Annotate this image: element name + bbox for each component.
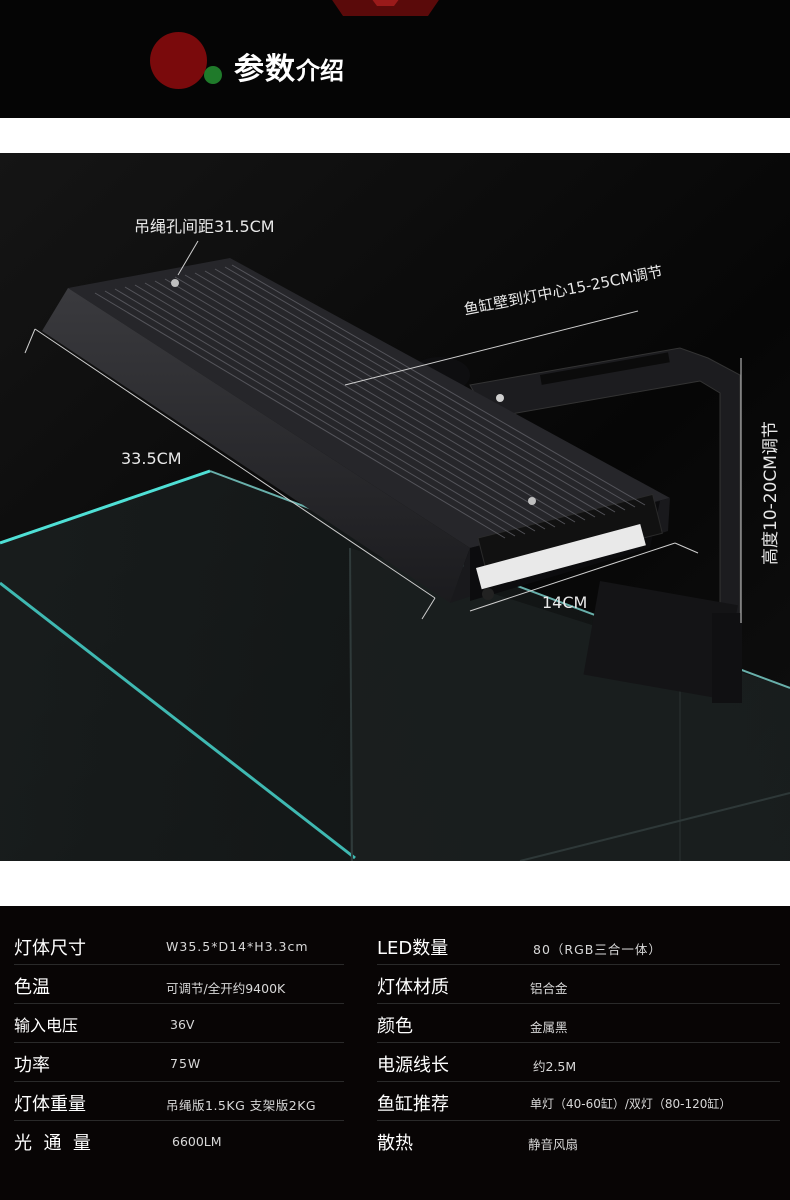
spec-row-cable-length: 电源线长 约2.5M — [377, 1043, 780, 1082]
spec-row-power: 功率 75W — [14, 1043, 344, 1082]
spec-value: 吊绳版1.5KG 支架版2KG — [166, 1098, 317, 1113]
spec-row-size: 灯体尺寸 W35.5*D14*H3.3cm — [14, 926, 344, 965]
hanging-hole-right — [528, 497, 536, 505]
spec-row-weight: 灯体重量 吊绳版1.5KG 支架版2KG — [14, 1082, 344, 1121]
spec-row-material: 灯体材质 铝合金 — [377, 965, 780, 1004]
red-circle-decoration — [150, 32, 207, 89]
section-header: 参数介绍 — [0, 0, 790, 118]
spec-value: 75W — [170, 1056, 202, 1071]
spec-key: 色温 — [14, 977, 50, 998]
top-notch-shape — [332, 0, 439, 16]
hanging-hole-left — [171, 279, 179, 287]
spec-key: 颜色 — [377, 1016, 413, 1037]
length-label: 33.5CM — [121, 449, 182, 468]
spec-table: 灯体尺寸 W35.5*D14*H3.3cm 色温 可调节/全开约9400K 输入… — [0, 906, 790, 1200]
green-dot-decoration — [204, 66, 222, 84]
spec-value: 铝合金 — [530, 981, 568, 996]
spec-key: 灯体材质 — [377, 977, 449, 998]
spec-key: 鱼缸推荐 — [377, 1094, 449, 1115]
spec-row-led-count: LED数量 80（RGB三合一体） — [377, 926, 780, 965]
spec-key: 输入电压 — [14, 1016, 79, 1035]
spec-row-color: 颜色 金属黑 — [377, 1004, 780, 1043]
section-title-main: 参数 — [234, 52, 296, 87]
spec-value: 可调节/全开约9400K — [166, 981, 286, 996]
spec-value: 金属黑 — [530, 1020, 568, 1035]
spec-key: LED数量 — [377, 938, 449, 959]
spec-key: 灯体重量 — [14, 1094, 86, 1115]
width-label: 14CM — [542, 593, 588, 612]
spec-row-luminous-flux: 光 通 量 6600LM — [14, 1121, 344, 1160]
section-title: 参数介绍 — [234, 44, 344, 88]
spec-key: 光 通 量 — [14, 1133, 91, 1154]
spec-row-color-temp: 色温 可调节/全开约9400K — [14, 965, 344, 1004]
heat-sink-fins — [94, 264, 646, 539]
spec-key: 电源线长 — [377, 1055, 449, 1076]
spec-key: 灯体尺寸 — [14, 938, 86, 959]
spec-value: 80（RGB三合一体） — [533, 942, 662, 957]
spec-row-tank-recommend: 鱼缸推荐 单灯（40-60缸）/双灯（80-120缸） — [377, 1082, 780, 1121]
spec-value: 单灯（40-60缸）/双灯（80-120缸） — [530, 1097, 732, 1111]
spec-value: 36V — [170, 1017, 195, 1032]
spec-key: 功率 — [14, 1055, 50, 1076]
spec-value: 约2.5M — [533, 1059, 577, 1074]
spec-value: 6600LM — [172, 1134, 222, 1149]
product-illustration — [0, 153, 790, 861]
spec-key: 散热 — [377, 1133, 413, 1154]
led-lamp-body — [42, 258, 670, 603]
spec-value: 静音风扇 — [528, 1137, 579, 1152]
hanging-hole-spacing-label: 吊绳孔间距31.5CM — [134, 217, 275, 236]
spec-row-cooling: 散热 静音风扇 — [377, 1121, 780, 1160]
height-adjust-label: 高度10-20CM调节 — [761, 421, 781, 565]
product-dimension-image: 吊绳孔间距31.5CM 鱼缸壁到灯中心15-25CM调节 33.5CM 14CM… — [0, 153, 790, 861]
dimension-lines — [24, 240, 742, 623]
spec-row-voltage: 输入电压 36V — [14, 1004, 344, 1043]
spec-value: W35.5*D14*H3.3cm — [166, 939, 309, 954]
section-title-sub: 介绍 — [296, 57, 344, 85]
